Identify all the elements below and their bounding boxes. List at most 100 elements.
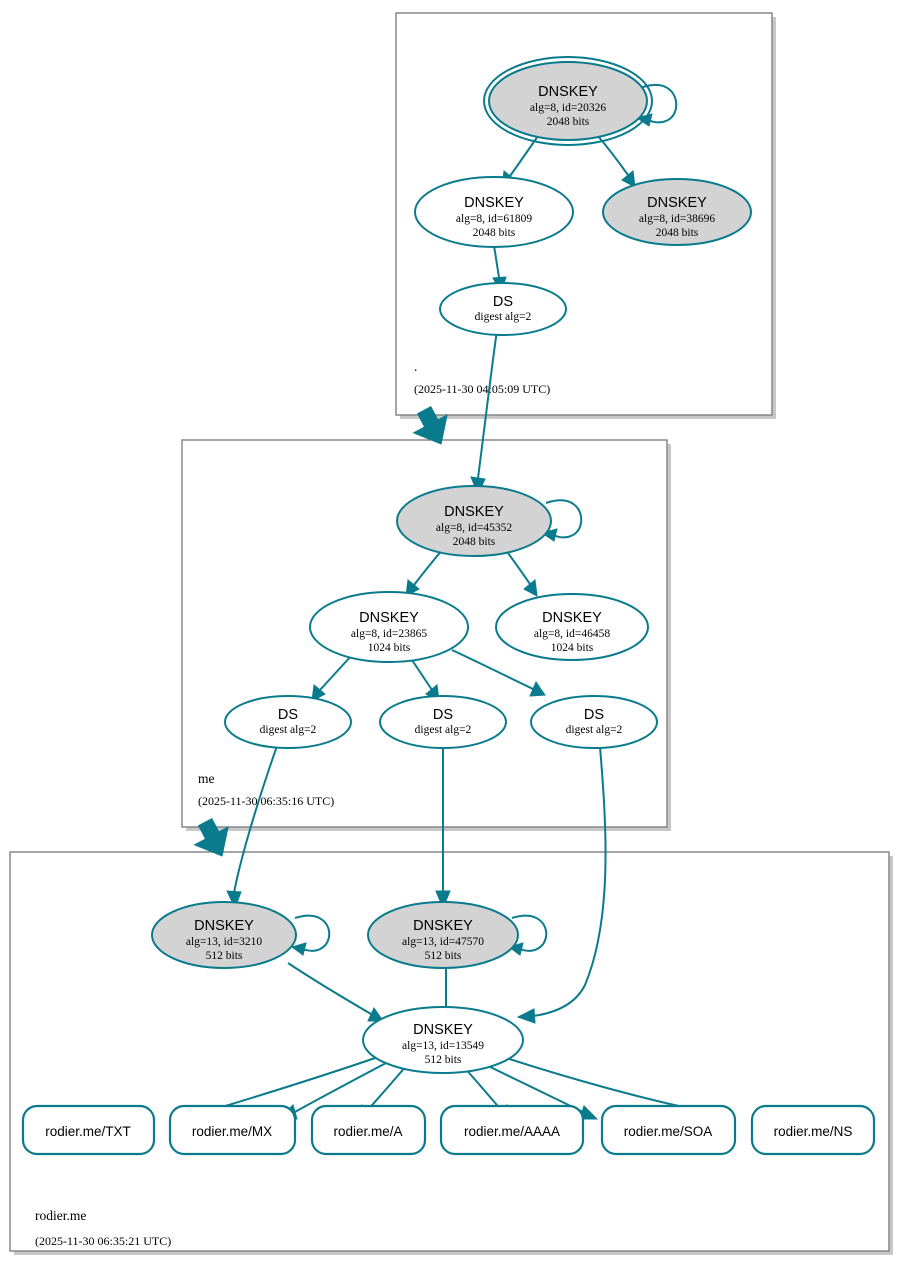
dnskey-bits: 512 bits (206, 950, 243, 962)
edge-root-20326-to-61809 (509, 135, 539, 177)
edge-me-ds1-to-rodier-3210 (233, 745, 278, 894)
dnskey-ellipse (602, 178, 752, 246)
node-root-ds-1[interactable]: DS digest alg=2 (439, 282, 567, 336)
dnskey-bits: 512 bits (425, 950, 462, 962)
zone-delegation-me-to-rodier (193, 817, 229, 857)
node-me-zsk-46458[interactable]: DNSKEY alg=8, id=46458 1024 bits (495, 593, 649, 661)
dnskey-title: DNSKEY (413, 918, 473, 934)
dnskey-bits: 2048 bits (547, 116, 590, 128)
rrset-box-shape (310, 1104, 427, 1156)
edge-selfsign-rodier-ksk-3210 (294, 914, 331, 952)
edge-rodier-13549-to-mx (294, 1061, 389, 1113)
node-root-zsk-61809[interactable]: DNSKEY alg=8, id=61809 2048 bits (414, 176, 574, 248)
dnskey-title: DNSKEY (464, 195, 524, 211)
rrset-label: rodier.me/MX (192, 1124, 272, 1139)
dnskey-title: DNSKEY (194, 918, 254, 934)
dnskey-alg-id: alg=8, id=38696 (639, 213, 715, 225)
rrset-box-shape (168, 1104, 297, 1156)
ds-ellipse (530, 695, 658, 749)
rrset-ns[interactable]: rodier.me/NS (750, 1104, 876, 1156)
rrset-label: rodier.me/SOA (624, 1124, 713, 1139)
dnskey-bits: 1024 bits (551, 642, 594, 654)
dnskey-ellipse (414, 176, 574, 248)
rrset-box-shape (600, 1104, 737, 1156)
zone-delegation-arrow-icon (412, 405, 448, 445)
edge-me-ds3-to-rodier-13549 (532, 746, 607, 1017)
node-rodier-zsk-13549[interactable]: DNSKEY alg=13, id=13549 512 bits (362, 1006, 524, 1074)
ds-title: DS (433, 707, 453, 723)
dnskey-bits: 2048 bits (656, 227, 699, 239)
node-me-zsk-23865[interactable]: DNSKEY alg=8, id=23865 1024 bits (309, 591, 469, 663)
zone-rodier-name: rodier.me (35, 1208, 86, 1223)
dnskey-ellipse (309, 591, 469, 663)
dnskey-title: DNSKEY (444, 504, 504, 520)
node-me-ksk-45352[interactable]: DNSKEY alg=8, id=45352 2048 bits (396, 485, 552, 557)
edge-me-ds3-to-rodier-13549-arrowhead (516, 1008, 536, 1024)
zone-delegation-root-to-me (412, 405, 448, 445)
rrset-box-shape (21, 1104, 156, 1156)
rrset-a[interactable]: rodier.me/A (310, 1104, 427, 1156)
rrset-label: rodier.me/A (333, 1124, 402, 1139)
edge-selfsign-me-ksk-45352 (545, 499, 583, 539)
dnskey-title: DNSKEY (538, 84, 598, 100)
dnskey-ellipse (151, 901, 297, 969)
ds-ellipse (379, 695, 507, 749)
dnskey-title: DNSKEY (413, 1022, 473, 1038)
node-rodier-ksk-47570[interactable]: DNSKEY alg=13, id=47570 512 bits (367, 901, 519, 969)
zone-delegation-arrow-icon (193, 817, 229, 857)
dnskey-alg-id: alg=8, id=46458 (534, 628, 610, 640)
dnskey-alg-id: alg=13, id=3210 (186, 936, 262, 948)
dnskey-title: DNSKEY (542, 610, 602, 626)
dnskey-bits: 2048 bits (473, 227, 516, 239)
dnskey-alg-id: alg=13, id=13549 (402, 1040, 484, 1052)
dnskey-alg-id: alg=8, id=45352 (436, 522, 512, 534)
zone-me-name: me (198, 771, 215, 786)
ds-digest-alg: digest alg=2 (566, 724, 623, 736)
rrset-box-shape (439, 1104, 585, 1156)
edge-me-ds2-to-rodier-47570-arrowhead (435, 890, 451, 910)
dnskey-title: DNSKEY (647, 195, 707, 211)
rrset-soa[interactable]: rodier.me/SOA (600, 1104, 737, 1156)
rrset-box-shape (750, 1104, 876, 1156)
dnskey-bits: 512 bits (425, 1054, 462, 1066)
trust-anchor-outer-ring (483, 56, 653, 146)
rrset-txt[interactable]: rodier.me/TXT (21, 1104, 156, 1156)
dnskey-ellipse (488, 61, 648, 141)
ds-ellipse (439, 282, 567, 336)
ds-digest-alg: digest alg=2 (475, 311, 532, 323)
node-root-key-38696[interactable]: DNSKEY alg=8, id=38696 2048 bits (602, 178, 752, 246)
zone-root-name: . (414, 359, 417, 374)
edge-me-23865-to-ds3 (451, 649, 534, 690)
node-me-ds-1[interactable]: DS digest alg=2 (224, 695, 352, 749)
node-me-ds-2[interactable]: DS digest alg=2 (379, 695, 507, 749)
edge-selfsign-rodier-ksk-3210-arrowhead (290, 942, 307, 956)
edge-selfsign-root-ksk-20326 (639, 84, 678, 124)
ds-ellipse (224, 695, 352, 749)
rrset-aaaa[interactable]: rodier.me/AAAA (439, 1104, 585, 1156)
rrset-label: rodier.me/AAAA (464, 1124, 560, 1139)
ds-title: DS (493, 294, 513, 310)
node-rodier-ksk-3210[interactable]: DNSKEY alg=13, id=3210 512 bits (151, 901, 297, 969)
zone-rodier-timestamp: (2025-11-30 06:35:21 UTC) (35, 1234, 171, 1248)
dnskey-bits: 1024 bits (368, 642, 411, 654)
dnskey-ellipse (495, 593, 649, 661)
rrset-mx[interactable]: rodier.me/MX (168, 1104, 297, 1156)
dnskey-alg-id: alg=13, id=47570 (402, 936, 484, 948)
edge-me-ds1-to-rodier-3210-arrowhead (226, 890, 242, 910)
node-root-ksk-20326[interactable]: DNSKEY alg=8, id=20326 2048 bits (483, 56, 653, 146)
edge-root-20326-to-38696-arrowhead (621, 170, 636, 188)
zone-root-timestamp: (2025-11-30 04:05:09 UTC) (414, 382, 550, 396)
ds-digest-alg: digest alg=2 (260, 724, 317, 736)
zone-me-timestamp: (2025-11-30 06:35:16 UTC) (198, 794, 334, 808)
node-me-ds-3[interactable]: DS digest alg=2 (530, 695, 658, 749)
edge-selfsign-rodier-ksk-47570 (511, 914, 548, 952)
edge-rodier-3210-to-13549 (287, 962, 372, 1015)
edge-root-61809-to-ds (493, 245, 500, 278)
edge-me-23865-to-ds1-arrowhead (311, 684, 326, 702)
dnskey-alg-id: alg=8, id=23865 (351, 628, 427, 640)
edge-root-ds-to-me-45352 (477, 329, 498, 479)
edge-root-20326-to-38696 (597, 135, 629, 176)
dnskey-title: DNSKEY (359, 610, 419, 626)
dnskey-alg-id: alg=8, id=61809 (456, 213, 532, 225)
